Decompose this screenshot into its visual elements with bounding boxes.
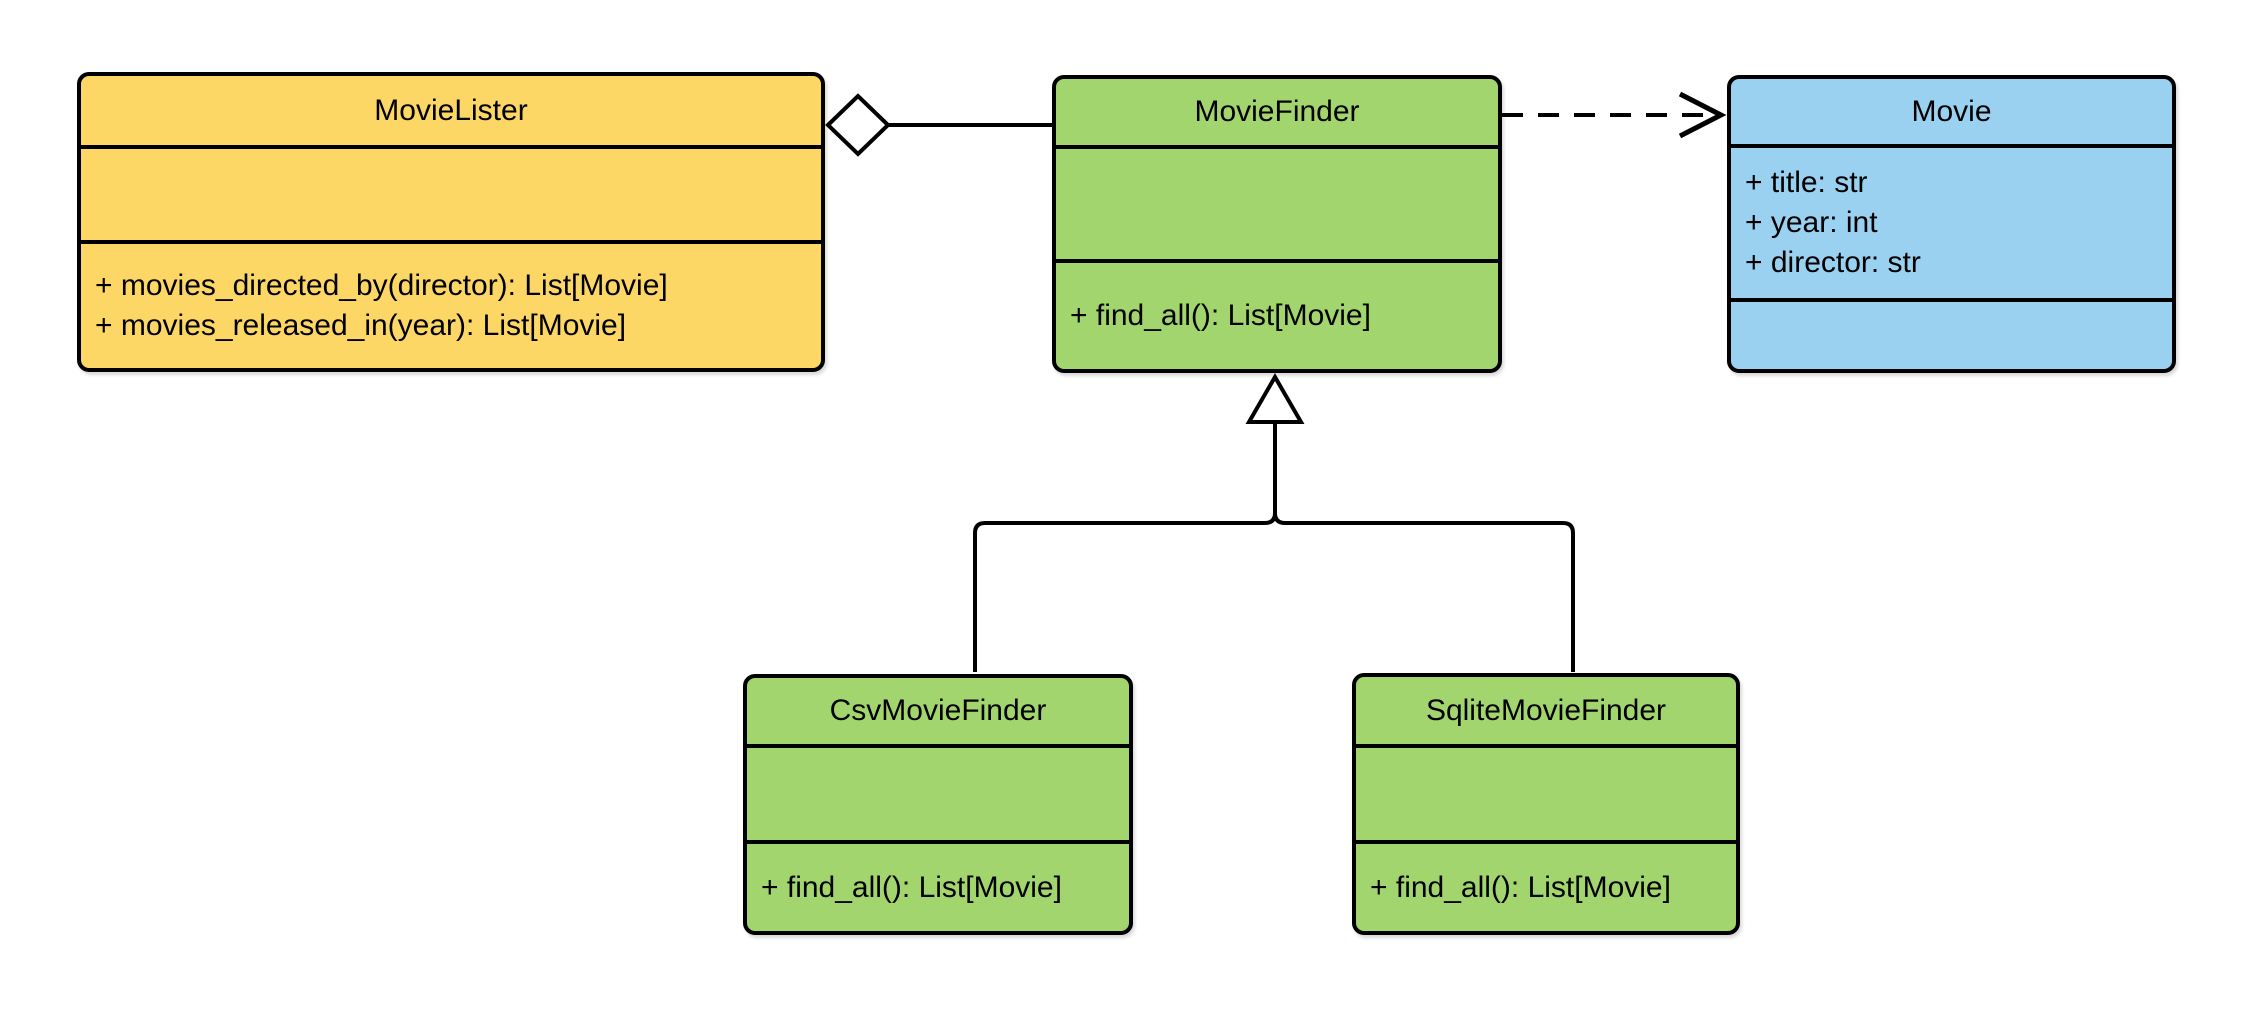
methods-compartment-csvmoviefinder: + find_all(): List[Movie] xyxy=(747,840,1129,931)
class-name-movielister: MovieLister xyxy=(374,93,528,127)
class-box-sqlitemoviefinder: SqliteMovieFinder + find_all(): List[Mov… xyxy=(1352,673,1740,935)
class-name-moviefinder: MovieFinder xyxy=(1194,95,1360,128)
attribute-label: + director: str xyxy=(1745,246,1921,279)
inheritance-branch-right xyxy=(1273,422,1575,672)
dependency-open-arrow-icon xyxy=(1678,91,1727,139)
class-box-csvmoviefinder: CsvMovieFinder + find_all(): List[Movie] xyxy=(743,674,1133,935)
methods-compartment-movielister: + movies_directed_by(director): List[Mov… xyxy=(81,240,821,368)
method-label: + movies_released_in(year): List[Movie] xyxy=(95,309,627,342)
class-name-sqlitemoviefinder: SqliteMovieFinder xyxy=(1425,693,1667,727)
attributes-compartment-movielister xyxy=(81,145,821,240)
methods-compartment-movie xyxy=(1731,298,2172,369)
attribute-label: + title: str xyxy=(1745,166,1868,199)
attributes-compartment-movie: + title: str + year: int + director: str xyxy=(1731,144,2172,298)
method-label: + movies_directed_by(director): List[Mov… xyxy=(95,269,668,302)
inheritance-branch-left xyxy=(973,422,1277,672)
method-label: + find_all(): List[Movie] xyxy=(761,870,1062,904)
method-label: + find_all(): List[Movie] xyxy=(1370,870,1671,904)
methods-compartment-sqlitemoviefinder: + find_all(): List[Movie] xyxy=(1356,840,1736,931)
inheritance-triangle-icon xyxy=(1245,373,1305,424)
method-label: + find_all(): List[Movie] xyxy=(1070,299,1371,332)
class-box-movielister: MovieLister + movies_directed_by(directo… xyxy=(77,72,825,372)
attributes-compartment-sqlitemoviefinder xyxy=(1356,744,1736,840)
class-name-movie: Movie xyxy=(1911,94,1992,128)
attribute-label: + year: int xyxy=(1745,206,1878,239)
class-box-movie: Movie + title: str + year: int + directo… xyxy=(1727,75,2176,373)
methods-compartment-moviefinder: + find_all(): List[Movie] xyxy=(1056,259,1498,369)
class-name-csvmoviefinder: CsvMovieFinder xyxy=(829,694,1047,727)
aggregation-diamond-icon xyxy=(825,93,891,157)
attributes-compartment-moviefinder xyxy=(1056,145,1498,259)
attributes-compartment-csvmoviefinder xyxy=(747,744,1129,840)
class-box-moviefinder: MovieFinder + find_all(): List[Movie] xyxy=(1052,75,1502,373)
